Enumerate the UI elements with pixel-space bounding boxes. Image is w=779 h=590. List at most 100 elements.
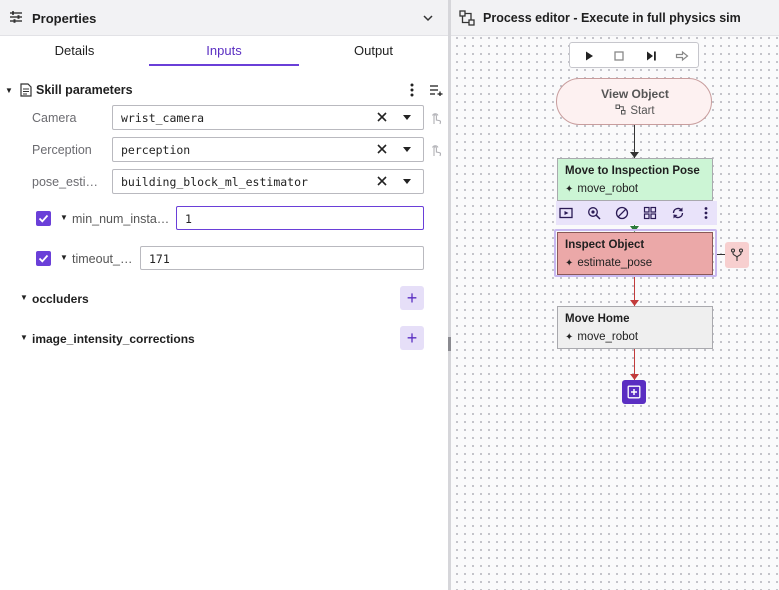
step-icon[interactable] xyxy=(644,49,658,63)
execution-toolbar xyxy=(569,42,699,68)
node-title: Inspect Object xyxy=(565,239,645,251)
document-icon xyxy=(20,83,32,97)
chevron-down-icon[interactable] xyxy=(422,12,434,24)
branch-connector xyxy=(717,254,725,255)
caret-down-icon[interactable]: ▼ xyxy=(20,293,28,302)
preview-icon[interactable] xyxy=(559,206,573,220)
caret-down-icon[interactable]: ▼ xyxy=(5,85,13,95)
active-tab-indicator xyxy=(149,64,299,66)
dropdown-arrow-icon[interactable] xyxy=(403,179,411,184)
caret-down-icon[interactable]: ▼ xyxy=(60,213,68,222)
node-skill: ✦move_robot xyxy=(565,183,638,195)
timeout-sec-value: 171 xyxy=(149,252,170,266)
touch-icon[interactable] xyxy=(430,111,442,125)
node-skill: ✦estimate_pose xyxy=(565,257,652,269)
play-icon[interactable] xyxy=(582,49,596,63)
tab-inputs[interactable]: Inputs xyxy=(206,43,242,58)
start-node-title: View Object xyxy=(601,87,669,101)
arrowhead-icon xyxy=(630,152,639,158)
skip-icon[interactable] xyxy=(675,49,689,63)
fork-icon xyxy=(730,248,744,261)
properties-header: Properties xyxy=(0,0,448,36)
camera-value: wrist_camera xyxy=(121,111,205,125)
timeout-sec-checkbox[interactable] xyxy=(36,251,51,266)
plus-icon: + xyxy=(406,288,418,308)
zoom-icon[interactable] xyxy=(587,206,601,220)
min-num-instances-label: min_num_instances xyxy=(72,212,172,226)
grid-icon[interactable] xyxy=(643,206,657,220)
add-box-icon xyxy=(627,385,641,399)
node-inspect-object[interactable]: Inspect Object ✦estimate_pose xyxy=(557,232,713,275)
resize-handle[interactable] xyxy=(448,337,451,351)
arrowhead-icon xyxy=(630,300,639,306)
flowchart-icon xyxy=(459,10,475,26)
edge-fail xyxy=(634,275,635,306)
timeout-sec-input[interactable]: 171 xyxy=(140,246,424,270)
clear-icon[interactable] xyxy=(375,142,389,156)
start-node[interactable]: View Object Start xyxy=(556,78,712,125)
camera-label: Camera xyxy=(32,111,77,125)
clear-icon[interactable] xyxy=(375,110,389,124)
perception-value: perception xyxy=(121,143,191,157)
node-skill-text: move_robot xyxy=(577,183,639,195)
skill-parameters-title: Skill parameters xyxy=(36,83,133,97)
add-intensity-correction-button[interactable]: + xyxy=(400,326,424,350)
checkmark-icon xyxy=(38,254,49,263)
plus-icon: + xyxy=(406,328,418,348)
image-intensity-corrections-label: image_intensity_corrections xyxy=(32,332,195,346)
properties-tabs: Details Inputs Output xyxy=(0,36,448,66)
add-node-button[interactable] xyxy=(622,380,646,404)
add-occluder-button[interactable]: + xyxy=(400,286,424,310)
tab-output[interactable]: Output xyxy=(353,43,394,58)
min-num-instances-value: 1 xyxy=(185,212,192,226)
node-skill-text: estimate_pose xyxy=(577,257,653,269)
pose-estimator-label: pose_estimator xyxy=(32,175,108,189)
dropdown-arrow-icon[interactable] xyxy=(403,147,411,152)
edge xyxy=(634,125,635,158)
edge-fail xyxy=(634,349,635,380)
skill-parameters-header[interactable]: ▼ Skill parameters xyxy=(4,80,444,100)
timeout-sec-label: timeout_sec xyxy=(72,252,138,266)
node-skill: ✦move_robot xyxy=(565,331,638,343)
perception-select[interactable]: perception xyxy=(112,137,424,162)
panel-divider[interactable] xyxy=(448,0,451,590)
process-editor-title: Process editor - Execute in full physics… xyxy=(483,11,741,25)
disable-icon[interactable] xyxy=(615,206,629,220)
touch-icon[interactable] xyxy=(430,143,442,157)
node-move-home[interactable]: Move Home ✦move_robot xyxy=(557,306,713,349)
min-num-instances-checkbox[interactable] xyxy=(36,211,51,226)
flow-start-icon xyxy=(615,104,626,115)
clear-icon[interactable] xyxy=(375,174,389,188)
add-list-icon[interactable] xyxy=(429,84,443,96)
process-editor-header: Process editor - Execute in full physics… xyxy=(451,0,779,36)
min-num-instances-input[interactable]: 1 xyxy=(176,206,424,230)
pose-estimator-value: building_block_ml_estimator xyxy=(121,175,308,189)
occluders-label: occluders xyxy=(32,292,89,306)
more-vertical-icon[interactable] xyxy=(408,83,416,97)
loop-icon[interactable] xyxy=(671,206,685,220)
sliders-icon xyxy=(10,11,22,23)
start-node-subtitle-text: Start xyxy=(630,105,655,117)
node-title: Move Home xyxy=(565,313,630,325)
dropdown-arrow-icon[interactable] xyxy=(403,115,411,120)
arrowhead-icon xyxy=(630,374,639,380)
tab-details[interactable]: Details xyxy=(54,43,95,58)
checkmark-icon xyxy=(38,214,49,223)
node-title: Move to Inspection Pose xyxy=(565,165,700,177)
sparkle-icon: ✦ xyxy=(565,332,574,343)
sparkle-icon: ✦ xyxy=(565,258,574,269)
perception-label: Perception xyxy=(32,143,92,157)
node-skill-text: move_robot xyxy=(577,331,639,343)
camera-select[interactable]: wrist_camera xyxy=(112,105,424,130)
pose-estimator-select[interactable]: building_block_ml_estimator xyxy=(112,169,424,194)
stop-icon[interactable] xyxy=(612,49,626,63)
properties-title: Properties xyxy=(32,11,97,26)
add-branch-button[interactable] xyxy=(725,242,749,268)
node-move-to-inspection-pose[interactable]: Move to Inspection Pose ✦move_robot xyxy=(557,158,713,201)
caret-down-icon[interactable]: ▼ xyxy=(20,333,28,342)
more-icon[interactable] xyxy=(699,206,713,220)
caret-down-icon[interactable]: ▼ xyxy=(60,253,68,262)
start-node-subtitle: Start xyxy=(557,104,713,117)
selection-outline xyxy=(554,229,717,277)
